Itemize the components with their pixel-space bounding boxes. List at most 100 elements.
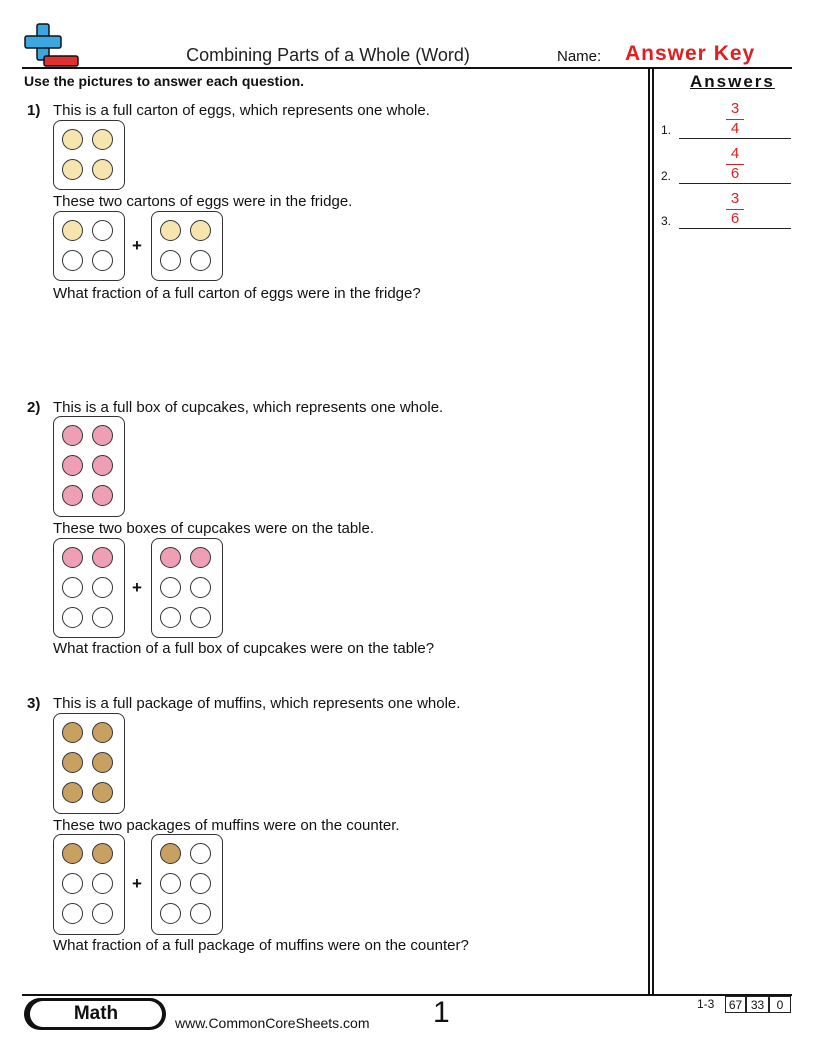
- package-tray-right: [151, 834, 223, 935]
- question-number: 2): [27, 399, 41, 416]
- box-tray-right: [151, 538, 223, 638]
- answer-numerator: 3: [730, 190, 740, 207]
- plus-minus-logo-icon: [24, 23, 79, 67]
- cupcake-filled: [62, 425, 83, 446]
- cupcake-filled: [190, 547, 211, 568]
- cupcake-filled: [62, 455, 83, 476]
- question-number: 3): [27, 695, 41, 712]
- page-number: 1: [433, 996, 450, 1029]
- box-tray-left: [53, 538, 125, 638]
- instructions: Use the pictures to answer each question…: [24, 73, 305, 89]
- cupcake-filled: [92, 425, 113, 446]
- egg-filled: [160, 220, 181, 241]
- egg-empty-slot: [92, 250, 113, 271]
- cupcake-empty-slot: [190, 607, 211, 628]
- egg-filled: [62, 159, 83, 180]
- muffin-empty-slot: [160, 873, 181, 894]
- question-prompt: What fraction of a full box of cupcakes …: [53, 640, 435, 657]
- cupcake-empty-slot: [160, 607, 181, 628]
- question-middle-text: These two boxes of cupcakes were on the …: [53, 520, 375, 537]
- whole-package-tray: [53, 713, 125, 814]
- website-url: www.CommonCoreSheets.com: [175, 1015, 370, 1031]
- muffin-filled: [92, 843, 113, 864]
- cupcake-filled: [62, 547, 83, 568]
- cupcake-filled: [92, 547, 113, 568]
- answer-denominator: 4: [730, 120, 740, 137]
- plus-sign: +: [132, 236, 142, 255]
- muffin-filled: [62, 843, 83, 864]
- answer-key-label: Answer Key: [625, 42, 756, 65]
- score-box: 33: [746, 996, 769, 1013]
- egg-empty-slot: [62, 250, 83, 271]
- muffin-empty-slot: [62, 873, 83, 894]
- worksheet-title: Combining Parts of a Whole (Word): [186, 45, 470, 65]
- egg-filled: [92, 159, 113, 180]
- cupcake-empty-slot: [92, 607, 113, 628]
- answer-label: 1.: [661, 123, 672, 137]
- egg-filled: [190, 220, 211, 241]
- answer-line: [679, 228, 791, 230]
- egg-filled: [62, 220, 83, 241]
- muffin-empty-slot: [92, 873, 113, 894]
- muffin-empty-slot: [92, 903, 113, 924]
- egg-filled: [92, 129, 113, 150]
- muffin-empty-slot: [190, 873, 211, 894]
- cupcake-empty-slot: [92, 577, 113, 598]
- score-box: 0: [769, 996, 791, 1013]
- whole-box-tray: [53, 416, 125, 517]
- muffin-empty-slot: [160, 903, 181, 924]
- score-box: 67: [725, 996, 746, 1013]
- answer-numerator: 4: [730, 145, 740, 162]
- question-intro: This is a full package of muffins, which…: [53, 695, 461, 712]
- muffin-empty-slot: [190, 843, 211, 864]
- muffin-empty-slot: [62, 903, 83, 924]
- column-divider: [652, 67, 654, 994]
- footer-divider: [22, 994, 792, 996]
- cupcake-filled: [160, 547, 181, 568]
- egg-empty-slot: [190, 250, 211, 271]
- muffin-filled: [62, 752, 83, 773]
- cupcake-empty-slot: [62, 607, 83, 628]
- question-prompt: What fraction of a full package of muffi…: [53, 937, 469, 954]
- cupcake-filled: [92, 485, 113, 506]
- question-number: 1): [27, 102, 41, 119]
- question-prompt: What fraction of a full carton of eggs w…: [53, 285, 421, 302]
- answer-denominator: 6: [730, 210, 740, 227]
- egg-filled: [62, 129, 83, 150]
- muffin-filled: [92, 782, 113, 803]
- question-middle-text: These two cartons of eggs were in the fr…: [53, 193, 353, 210]
- column-divider: [648, 67, 650, 994]
- cupcake-empty-slot: [62, 577, 83, 598]
- egg-empty-slot: [92, 220, 113, 241]
- cupcake-filled: [62, 485, 83, 506]
- fraction-bar: [726, 164, 744, 166]
- egg-empty-slot: [160, 250, 181, 271]
- package-tray-left: [53, 834, 125, 935]
- muffin-filled: [92, 722, 113, 743]
- whole-carton-tray: [53, 120, 125, 190]
- answer-line: [679, 183, 791, 185]
- problem-range: 1-3: [697, 997, 715, 1011]
- muffin-filled: [62, 722, 83, 743]
- carton-tray-left: [53, 211, 125, 281]
- cupcake-empty-slot: [190, 577, 211, 598]
- carton-tray-right: [151, 211, 223, 281]
- header-divider: [22, 67, 792, 69]
- question-middle-text: These two packages of muffins were on th…: [53, 817, 400, 834]
- answers-header: Answers: [690, 72, 775, 91]
- fraction-bar: [726, 119, 744, 121]
- cupcake-filled: [92, 455, 113, 476]
- question-intro: This is a full box of cupcakes, which re…: [53, 399, 444, 416]
- cupcake-empty-slot: [160, 577, 181, 598]
- answer-denominator: 6: [730, 165, 740, 182]
- name-label: Name:: [557, 48, 602, 65]
- subject-label: Math: [30, 1001, 162, 1027]
- plus-sign: +: [132, 874, 142, 893]
- answer-label: 2.: [661, 169, 672, 183]
- muffin-empty-slot: [190, 903, 211, 924]
- answer-label: 3.: [661, 214, 672, 228]
- question-intro: This is a full carton of eggs, which rep…: [53, 102, 430, 119]
- muffin-filled: [160, 843, 181, 864]
- answer-numerator: 3: [730, 100, 740, 117]
- fraction-bar: [726, 209, 744, 211]
